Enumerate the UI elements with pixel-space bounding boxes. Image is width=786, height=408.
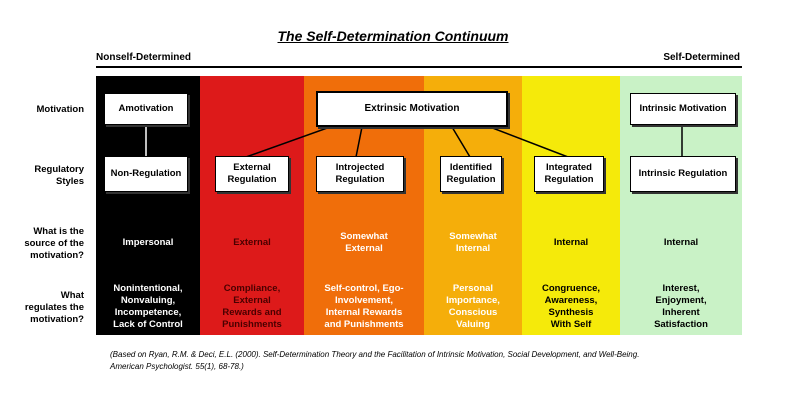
regulates-amotivation: Nonintentional, Nonvaluing, Incompetence… xyxy=(113,282,183,331)
self-determined-label: Self-Determined xyxy=(663,52,740,63)
page-title: The Self-Determination Continuum xyxy=(277,28,509,44)
source-integrated: Internal xyxy=(553,236,589,248)
regulates-identified: Personal Importance, Conscious Valuing xyxy=(446,282,500,331)
amotivation-box: Amotivation xyxy=(104,93,188,125)
row-label-regulates: What regulates the motivation? xyxy=(24,290,84,325)
citation: (Based on Ryan, R.M. & Deci, E.L. (2000)… xyxy=(110,350,640,371)
non-regulation-box: Non-Regulation xyxy=(104,156,188,192)
column-integrated xyxy=(522,76,620,335)
source-identified: Somewhat Internal xyxy=(449,230,497,254)
extrinsic-motivation-box: Extrinsic Motivation xyxy=(316,91,508,127)
introjected-regulation-box: Introjected Regulation xyxy=(316,156,404,192)
regulates-intrinsic: Interest, Enjoyment, Inherent Satisfacti… xyxy=(654,282,708,331)
row-label-motivation: Motivation xyxy=(36,104,85,115)
identified-regulation-box: Identified Regulation xyxy=(440,156,502,192)
column-external xyxy=(200,76,304,335)
continuum-rule xyxy=(96,66,742,68)
source-introjected: Somewhat External xyxy=(340,230,388,254)
row-label-regulatory-styles: Regulatory Styles xyxy=(34,164,84,187)
regulates-introjected: Self-control, Ego- Involvement, Internal… xyxy=(324,282,404,331)
intrinsic-regulation-box: Intrinsic Regulation xyxy=(630,156,736,192)
regulates-integrated: Congruence, Awareness, Synthesis With Se… xyxy=(541,282,601,331)
row-label-source: What is the source of the motivation? xyxy=(24,226,84,261)
source-amotivation: Impersonal xyxy=(122,236,174,248)
intrinsic-motivation-box: Intrinsic Motivation xyxy=(630,93,736,125)
nonself-determined-label: Nonself-Determined xyxy=(96,52,192,63)
regulates-external: Compliance, External Rewards and Punishm… xyxy=(222,282,282,331)
source-intrinsic: Internal xyxy=(663,236,699,248)
source-external: External xyxy=(233,236,271,248)
integrated-regulation-box: Integrated Regulation xyxy=(534,156,604,192)
external-regulation-box: External Regulation xyxy=(215,156,289,192)
